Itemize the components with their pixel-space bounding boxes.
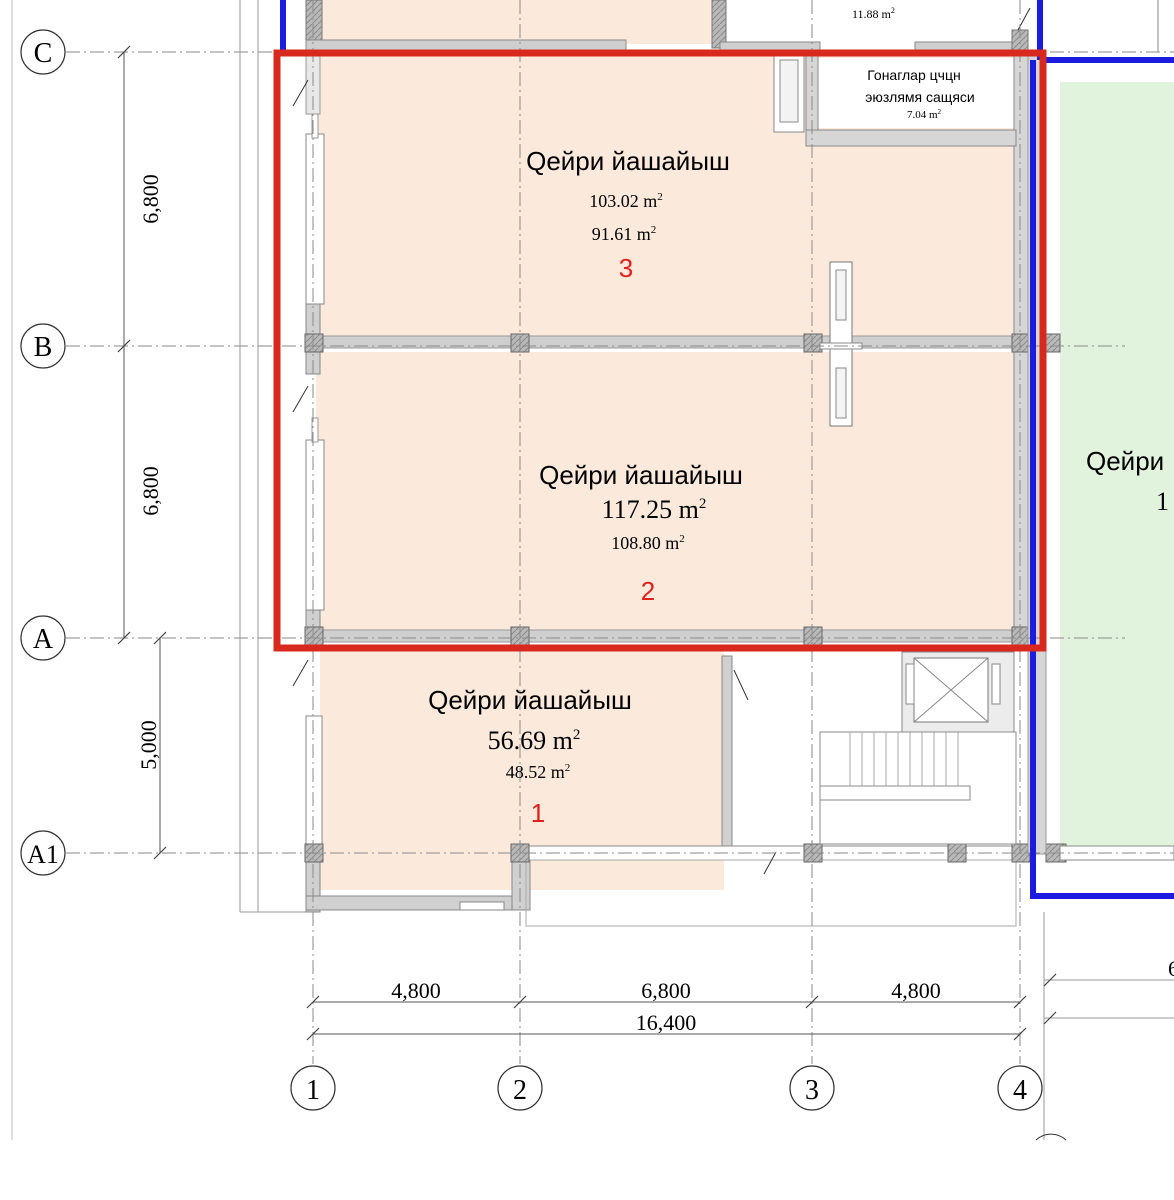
dimension-2-3: 6,800 xyxy=(641,978,691,1003)
dimension-right-partial: 6 xyxy=(1168,956,1174,981)
green-room-fill xyxy=(1060,82,1174,852)
dimension-3-4: 4,800 xyxy=(891,978,941,1003)
svg-text:A1: A1 xyxy=(27,840,59,869)
grid-col-bubble-4: 4 xyxy=(997,1065,1043,1111)
grid-col-bubble-3: 3 xyxy=(789,1065,835,1111)
svg-text:B: B xyxy=(34,332,53,363)
dimension-b-a: 6,800 xyxy=(138,466,163,516)
grid-row-bubble-a1: A1 xyxy=(20,830,66,876)
room-1-name[interactable]: Qейри йашайыш xyxy=(428,685,632,715)
room-3-name[interactable]: Qейри йашайыш xyxy=(526,146,730,176)
room-1-net-area: 48.52 m2 xyxy=(506,762,571,782)
right-room-name[interactable]: Qейри xyxy=(1086,446,1164,476)
small-room-title-2: эюзлямя сащяси xyxy=(865,89,974,105)
grid-row-bubble-c: C xyxy=(20,29,66,75)
svg-text:C: C xyxy=(34,38,53,69)
grid-col-bubble-2: 2 xyxy=(497,1065,543,1111)
room-3-area: 103.02 m2 xyxy=(589,191,663,211)
room-3-net-area: 91.61 m2 xyxy=(592,224,657,244)
top-room-area: 11.88 m2 xyxy=(852,6,895,21)
room-1-number[interactable]: 1 xyxy=(531,798,545,828)
dimension-c-b: 6,800 xyxy=(138,174,163,224)
dimension-total: 16,400 xyxy=(636,1010,697,1035)
svg-text:1: 1 xyxy=(306,1075,320,1106)
top-room-fill xyxy=(320,0,712,44)
selected-units-outline[interactable] xyxy=(273,49,1047,652)
svg-text:A: A xyxy=(33,624,54,655)
dimension-1-2: 4,800 xyxy=(391,978,441,1003)
room-3-number[interactable]: 3 xyxy=(619,253,633,283)
grid-col-bubble-1: 1 xyxy=(290,1065,336,1111)
room-2-net-area: 108.80 m2 xyxy=(611,533,685,553)
small-room-area: 7.04 m2 xyxy=(907,108,942,121)
grid-row-bubble-b: B xyxy=(20,323,66,369)
small-room-fill xyxy=(818,58,1014,128)
adjacent-unit-outline xyxy=(280,0,1174,899)
svg-text:4: 4 xyxy=(1013,1075,1027,1106)
room-1-area: 56.69 m2 xyxy=(488,726,581,755)
room-2-number[interactable]: 2 xyxy=(641,576,655,606)
svg-text:3: 3 xyxy=(805,1075,819,1106)
room-2-area: 117.25 m2 xyxy=(602,495,707,524)
dimension-a-a1: 5,000 xyxy=(136,720,161,770)
svg-text:2: 2 xyxy=(513,1075,527,1106)
room-2-name[interactable]: Qейри йашайыш xyxy=(539,460,743,490)
grid-row-bubble-a: A xyxy=(20,615,66,661)
small-room-title-1: Гонаглар цчцн xyxy=(867,67,960,83)
right-room-area: 1 xyxy=(1156,487,1169,516)
room-2-fill xyxy=(316,352,1022,634)
